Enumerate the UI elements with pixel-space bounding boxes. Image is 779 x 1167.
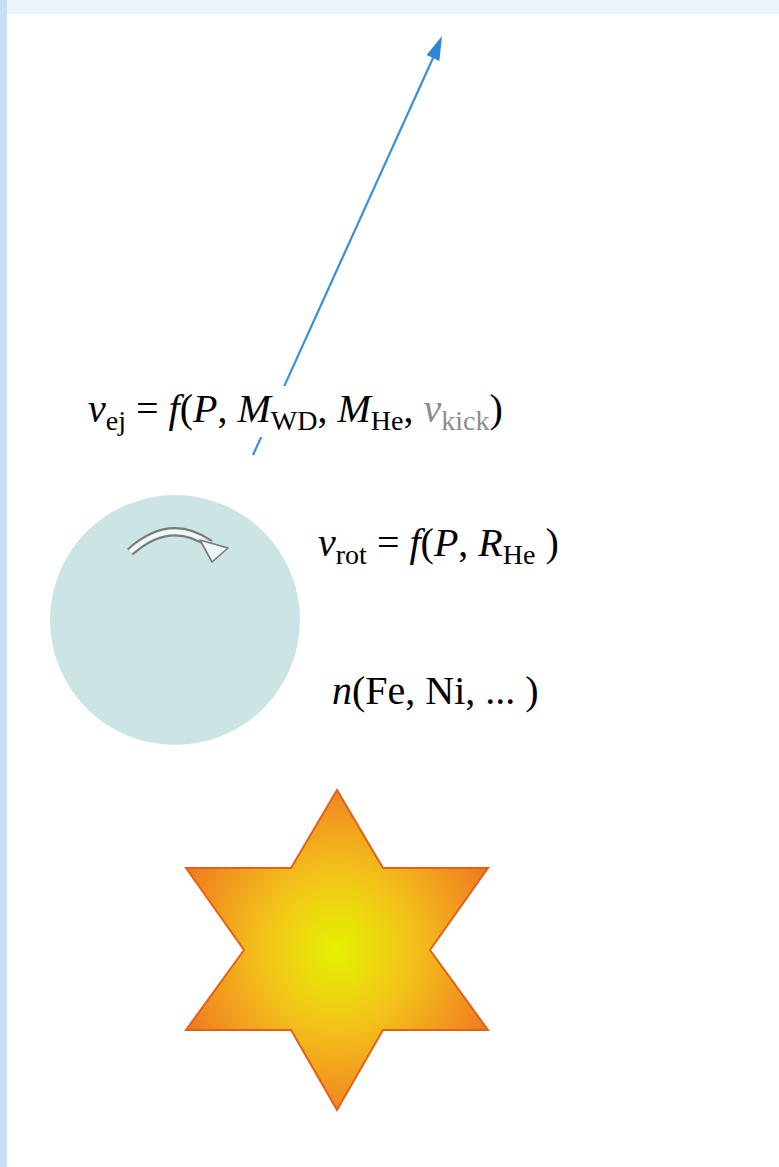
abundance-label: n(Fe, Ni, ... ) <box>330 668 541 714</box>
arrow-head <box>427 36 442 61</box>
formula-part: v <box>423 386 441 431</box>
formula-part: ) <box>489 386 502 431</box>
rotation-arrow-inner <box>130 532 210 552</box>
left-bar <box>0 0 7 1167</box>
formula-part: , <box>403 386 423 431</box>
formula-part: He <box>503 539 536 570</box>
formula-part: kick <box>441 405 489 436</box>
formula-part: ( <box>180 386 193 431</box>
formula-part: v <box>318 520 336 565</box>
formula-part: (Fe, Ni, ... ) <box>352 668 539 713</box>
formula-part: n <box>332 668 352 713</box>
formula-part: WD <box>271 405 318 436</box>
formula-part: = <box>126 386 169 431</box>
formula-part: = <box>367 520 410 565</box>
formula-part: , <box>217 386 237 431</box>
formula-part: ej <box>106 405 126 436</box>
formula-part: M <box>337 386 370 431</box>
formula-part: , <box>458 520 478 565</box>
formula-part: P <box>434 520 458 565</box>
formula-part: ( <box>421 520 434 565</box>
formula-part: R <box>478 520 502 565</box>
rotation-arrow-head <box>200 540 228 562</box>
formula-part: M <box>237 386 270 431</box>
formula-part: v <box>88 386 106 431</box>
rotation-velocity-formula: vrot = f(P, RHe ) <box>316 520 561 571</box>
formula-part: , <box>317 386 337 431</box>
formula-part: He <box>371 405 404 436</box>
top-band <box>0 0 779 14</box>
formula-part: f <box>409 520 420 565</box>
formula-part: rot <box>336 539 367 570</box>
formula-part: f <box>169 386 180 431</box>
helium-star <box>50 495 300 745</box>
explosion-star <box>186 790 488 1110</box>
rotation-arrow <box>130 532 210 552</box>
formula-part: ) <box>535 520 558 565</box>
ejection-velocity-formula: vej = f(P, MWD, MHe, vkick) <box>86 386 505 437</box>
formula-part: P <box>193 386 217 431</box>
